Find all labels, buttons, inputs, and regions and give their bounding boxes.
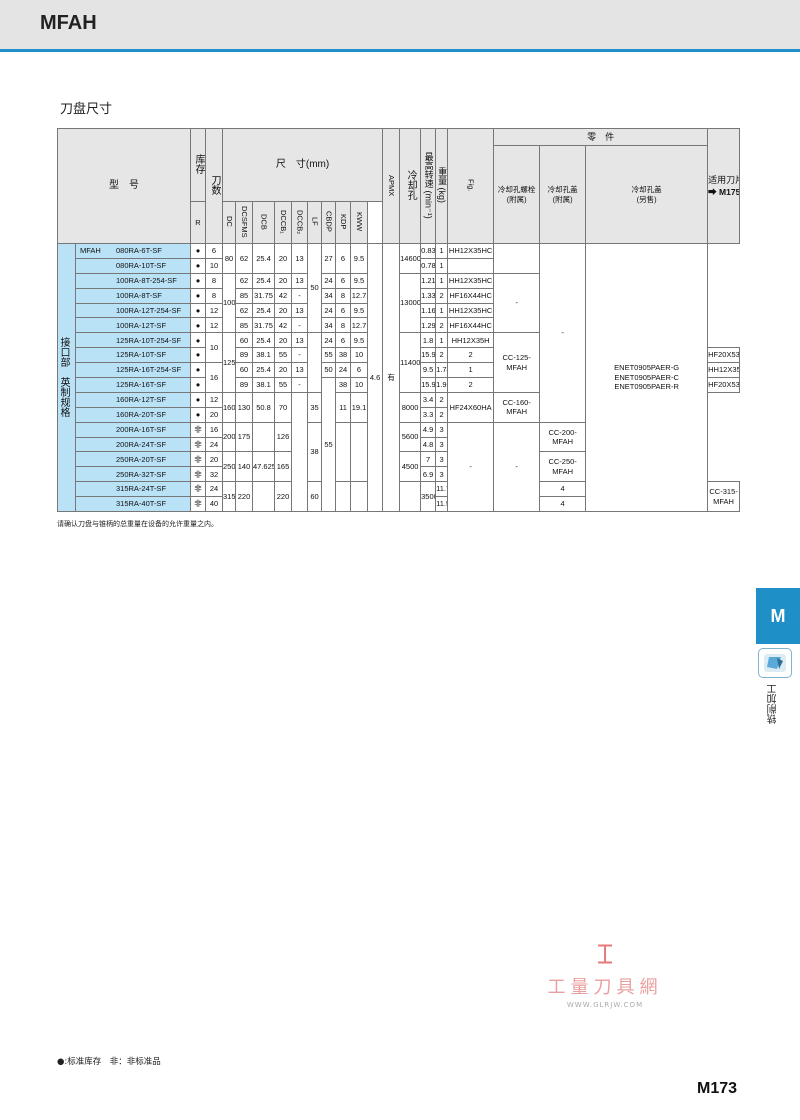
model-cell: 125RA-10T-254-SF: [75, 332, 191, 349]
header-coolant: 冷却孔: [399, 128, 422, 244]
watermark-logo-icon: ⌶: [597, 940, 613, 970]
header-dcb: DCB: [252, 201, 275, 244]
header-apmx: APMX: [382, 128, 401, 244]
header-bar: MFAH: [0, 0, 800, 52]
header-fig: Fig.: [447, 128, 495, 244]
model-cell: 160RA-12T-SF: [75, 391, 191, 408]
model-cell: 315RA-24T-SF: [75, 481, 191, 498]
header-model: 型 号: [57, 128, 191, 244]
header-stock: 库存: [190, 128, 206, 202]
interface-spec: 接口部 英制规格: [57, 242, 76, 513]
model-cell: 100RA-8T-254-SF: [75, 272, 191, 289]
table-row: 200RA-16T-SF 非 16 200 175 126 38 5600 4.…: [58, 421, 740, 513]
header-dccb1: DCCB₁: [274, 201, 292, 244]
table-row: 100RA-8T-SF ● 8 85 31.75 42 - 34 8 12.7 …: [58, 287, 740, 304]
section-title: 刀盘尺寸: [60, 102, 113, 117]
header-dimensions: 尺 寸(mm): [221, 128, 384, 202]
stock-legend: ●:标准库存 非：非标准品: [57, 1057, 161, 1067]
reference-arrow-icon: ⮕: [708, 186, 717, 197]
table-row: 100RA-12T-SF ● 12 85 31.75 42 - 34 8 12.…: [58, 317, 740, 334]
weight-note: 请确认刀盘与锥柄的总重量在设备的允许重量之内。: [57, 520, 218, 528]
model-cell: 125RA-10T-SF: [75, 347, 191, 364]
table-row: 125RA-10T-254-SF ● 10 125 60 25.4 20 13 …: [58, 332, 740, 393]
header-stock-r: R: [190, 201, 206, 244]
header-teeth: 刀数: [205, 128, 223, 244]
model-cell: 100RA-8T-SF: [75, 287, 191, 304]
header-dcsfms: DCSFMS: [235, 201, 253, 244]
model-cell: 250RA-32T-SF: [75, 466, 191, 483]
model-cell: 200RA-24T-SF: [75, 436, 191, 453]
dimension-table: 型 号 库存 刀数 尺 寸(mm) APMX 冷却孔 最高转速 (min⁻¹) …: [57, 128, 740, 513]
watermark: ⌶ 工量刀具網 WWW.GLRJW.COM: [535, 940, 675, 1009]
model-cell: 100RA-12T-254-SF: [75, 302, 191, 319]
header-parts: 零 件: [493, 128, 709, 146]
model-cell: 200RA-16T-SF: [75, 421, 191, 438]
header-insert: 适用刀片 ⮕ M175: [707, 128, 740, 244]
header-kww: KWW: [350, 201, 368, 244]
model-cell: 125RA-16T-SF: [75, 377, 191, 393]
page-number: M173: [697, 1080, 738, 1097]
header-dc: DC: [222, 201, 236, 244]
table-row: 160RA-20T-SF ● 20 3.3 2: [58, 406, 740, 423]
table-row: 200RA-24T-SF 非 24 4.8 3: [58, 436, 740, 453]
header-lf: LF: [307, 201, 322, 244]
table-row: 160RA-12T-SF ● 12 160 130 50.8 70 35 11 …: [58, 391, 740, 513]
header-cbdp: CBDP: [321, 201, 336, 244]
header-coolant-cover: 冷却孔盖(附属): [539, 145, 587, 244]
model-cell: 315RA-40T-SF: [75, 496, 191, 513]
page-title: MFAH: [40, 12, 97, 34]
table-row: 315RA-40T-SF 非 40 11.5 4: [58, 496, 740, 513]
table-row: 250RA-20T-SF 非 20 250 140 47.625 165 450…: [58, 451, 740, 483]
header-dccb2: DCCB₂: [291, 201, 308, 244]
model-cell: 100RA-12T-SF: [75, 317, 191, 334]
table-row: 125RA-16T-254-SF ● 16 60 25.4 20 13 50 2…: [58, 362, 740, 393]
stock-cell: ●: [190, 243, 206, 259]
header-max-rpm: 最高转速 (min⁻¹): [420, 128, 437, 244]
model-cell: 125RA-16T-254-SF: [75, 362, 191, 379]
header-kdp: KDP: [335, 201, 351, 244]
model-cell: 080RA-10T-SF: [75, 257, 191, 274]
section-tab-label: 铣削加工: [768, 684, 779, 724]
section-tab[interactable]: M: [756, 588, 800, 644]
header-coolant-bolt: 冷却孔螺栓(附属): [493, 145, 541, 244]
header-coolant-cover-sold-separately: 冷却孔盖(另售): [585, 145, 709, 244]
table-row: 125RA-10T-SF ● 89 38.1 55 - 55 38 10 15.…: [58, 347, 740, 364]
milling-icon: [758, 648, 792, 678]
series-label: MFAH: [80, 246, 101, 256]
model-cell: 250RA-20T-SF: [75, 451, 191, 468]
model-cell: 160RA-20T-SF: [75, 406, 191, 423]
header-weight: 重量 (kg): [435, 128, 449, 244]
